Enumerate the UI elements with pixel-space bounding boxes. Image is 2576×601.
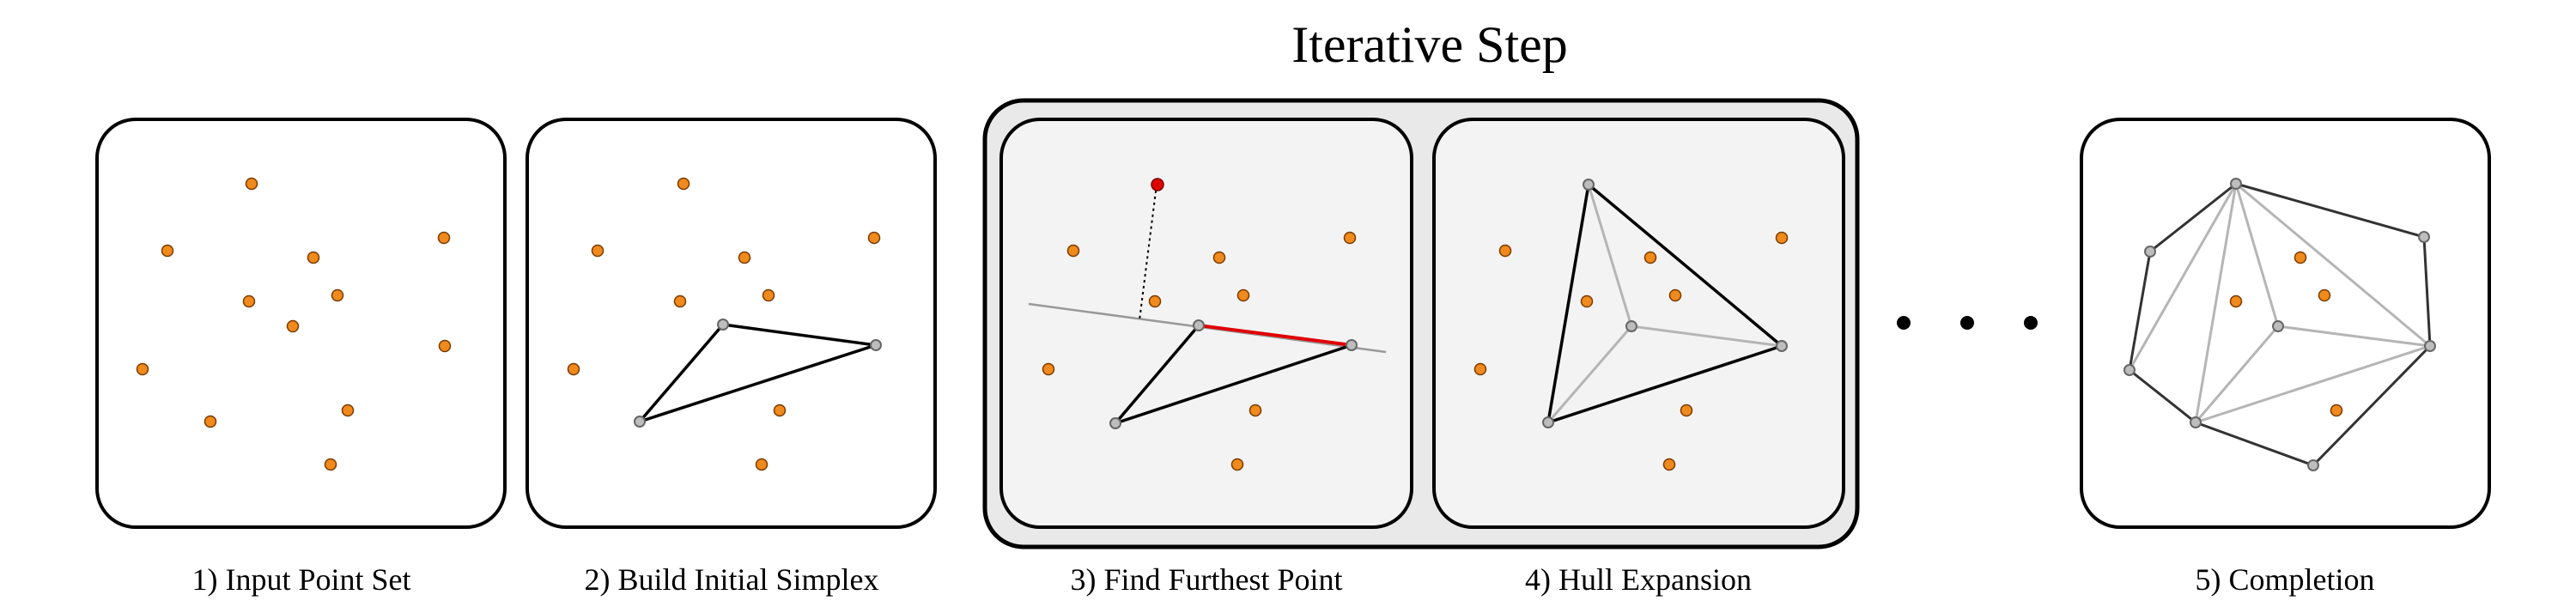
input-point — [1042, 362, 1055, 376]
input-point — [341, 404, 355, 417]
caption-build-initial-simplex: 2) Build Initial Simplex — [585, 562, 879, 597]
furthest-point — [1151, 178, 1164, 191]
input-point — [591, 244, 605, 258]
input-point — [762, 288, 775, 302]
simplex-vertex — [1109, 417, 1121, 429]
panel-find-furthest-point — [999, 118, 1413, 529]
hull-vertex — [2123, 364, 2136, 376]
input-point — [1212, 251, 1226, 264]
hull-vertex — [2230, 178, 2242, 190]
point-set — [567, 177, 881, 471]
expanded-hull — [1546, 181, 1785, 425]
input-point — [286, 319, 300, 333]
simplex-vertex — [1346, 339, 1358, 351]
interior-edges — [2128, 182, 2431, 424]
point-set — [1473, 231, 1789, 471]
input-point — [673, 294, 687, 308]
input-point — [1662, 458, 1676, 471]
panel-frame — [95, 118, 507, 529]
hull-vertex — [2424, 340, 2436, 352]
selected-edge — [1198, 324, 1352, 347]
input-point — [307, 251, 320, 264]
caption-input-point-set: 1) Input Point Set — [191, 562, 410, 597]
interior-edges — [1546, 184, 1783, 423]
input-point — [1580, 294, 1594, 308]
hull-vertex — [2272, 320, 2284, 332]
panel-frame — [1432, 118, 1845, 529]
input-point — [324, 458, 337, 471]
panel-build-initial-simplex — [526, 118, 937, 529]
caption-find-furthest-point: 3) Find Furthest Point — [1070, 562, 1342, 597]
input-point — [161, 244, 174, 258]
caption-completion: 5) Completion — [2196, 562, 2375, 597]
input-point — [437, 231, 451, 245]
input-point — [755, 458, 769, 471]
input-point — [1643, 251, 1657, 264]
input-point — [245, 177, 258, 191]
panel-frame — [526, 118, 937, 529]
point-set — [2229, 251, 2343, 417]
panel-frame — [999, 118, 1413, 529]
input-point — [1680, 404, 1693, 417]
panel-input-point-set — [95, 118, 507, 529]
hull-vertex — [2418, 231, 2430, 243]
input-point — [1249, 404, 1262, 417]
input-point — [1473, 362, 1487, 376]
panel-frame — [2080, 118, 2491, 529]
input-point — [1498, 244, 1512, 258]
input-point — [242, 294, 256, 308]
input-point — [567, 362, 580, 376]
iterative-step-heading: Iterative Step — [1291, 16, 1568, 73]
hull-vertex — [2190, 416, 2202, 428]
input-point — [867, 231, 881, 245]
input-point — [1230, 458, 1244, 471]
final-convex-hull — [2128, 182, 2432, 467]
input-point — [204, 415, 217, 428]
simplex-vertex — [634, 416, 646, 428]
input-point — [1066, 244, 1080, 258]
hull-vertex — [2144, 246, 2156, 258]
ellipsis — [1897, 316, 2038, 330]
point-set — [136, 177, 452, 471]
input-point — [438, 339, 452, 353]
input-point — [1668, 288, 1682, 302]
distance-line — [1139, 184, 1157, 321]
input-point — [1343, 231, 1357, 245]
hull-vertex — [2307, 459, 2319, 471]
hull-vertex — [1542, 416, 1554, 428]
panel-hull-expansion — [1432, 118, 1845, 529]
input-point — [2330, 404, 2343, 417]
simplex-vertex — [1193, 319, 1205, 331]
input-point — [773, 404, 787, 417]
input-point — [1148, 294, 1162, 308]
input-point — [1775, 231, 1789, 245]
input-point — [1236, 288, 1250, 302]
input-point — [738, 251, 751, 264]
input-point — [2293, 251, 2307, 264]
initial-simplex — [635, 323, 877, 425]
input-point — [2318, 288, 2331, 302]
caption-hull-expansion: 4) Hull Expansion — [1525, 562, 1752, 597]
hull-vertex — [1776, 340, 1788, 352]
input-point — [2229, 294, 2243, 308]
hull-vertex — [1625, 320, 1637, 332]
input-point — [677, 177, 690, 191]
hull-vertex — [1583, 179, 1595, 191]
input-point — [136, 362, 149, 376]
simplex-vertex — [870, 339, 882, 351]
panel-completion — [2080, 118, 2491, 529]
point-set — [1042, 231, 1357, 471]
input-point — [331, 288, 344, 302]
simplex-vertex — [717, 319, 729, 331]
